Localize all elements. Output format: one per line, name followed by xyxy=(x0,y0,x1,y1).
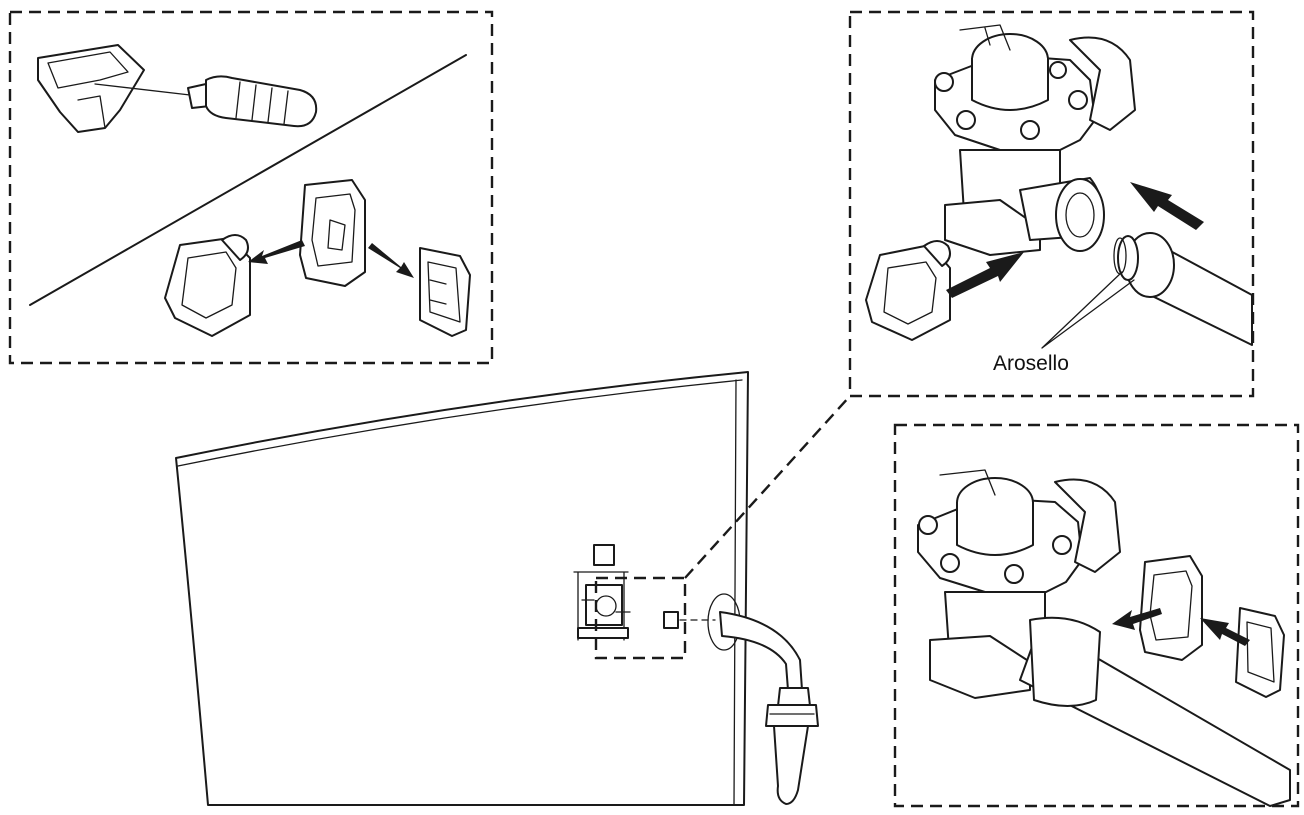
machine-side-panel xyxy=(175,371,851,806)
clip-cover-right-icon xyxy=(1235,607,1285,698)
valve-icon xyxy=(934,24,1136,256)
clip-cover-right-icon xyxy=(419,247,471,337)
callout-leader xyxy=(1041,271,1135,349)
valve-icon xyxy=(917,469,1121,699)
valve-icon xyxy=(573,544,631,641)
divider-line xyxy=(29,54,467,306)
panel-clip-installation-frame xyxy=(893,423,1300,808)
clip-icon xyxy=(663,611,679,629)
clip-icon xyxy=(299,179,366,287)
clip-half-left-icon xyxy=(164,234,251,337)
clip-icon xyxy=(1139,555,1203,661)
clip-half-left-icon xyxy=(865,240,951,341)
arrow-icon xyxy=(946,252,1024,298)
panel-clip-removal-frame xyxy=(8,10,494,365)
callout-label: Arosello xyxy=(993,352,1069,375)
hose-icon xyxy=(719,611,819,805)
detail-highlight-frame xyxy=(594,576,687,660)
hose-icon xyxy=(1019,616,1291,807)
arrow-icon xyxy=(1112,608,1162,630)
hose-icon xyxy=(1113,232,1253,346)
detail-leader-line xyxy=(684,395,851,579)
arrow-icon xyxy=(368,243,414,278)
arrow-icon xyxy=(1200,618,1250,646)
panel-clip-installation xyxy=(893,423,1300,808)
arrow-icon xyxy=(1130,182,1204,230)
panel-valve-detail: Arosello xyxy=(848,10,1255,398)
panel-valve-detail-frame xyxy=(848,10,1255,398)
arrow-icon xyxy=(248,240,305,264)
panel-clip-removal xyxy=(8,10,494,365)
screwdriver-icon xyxy=(37,44,318,133)
